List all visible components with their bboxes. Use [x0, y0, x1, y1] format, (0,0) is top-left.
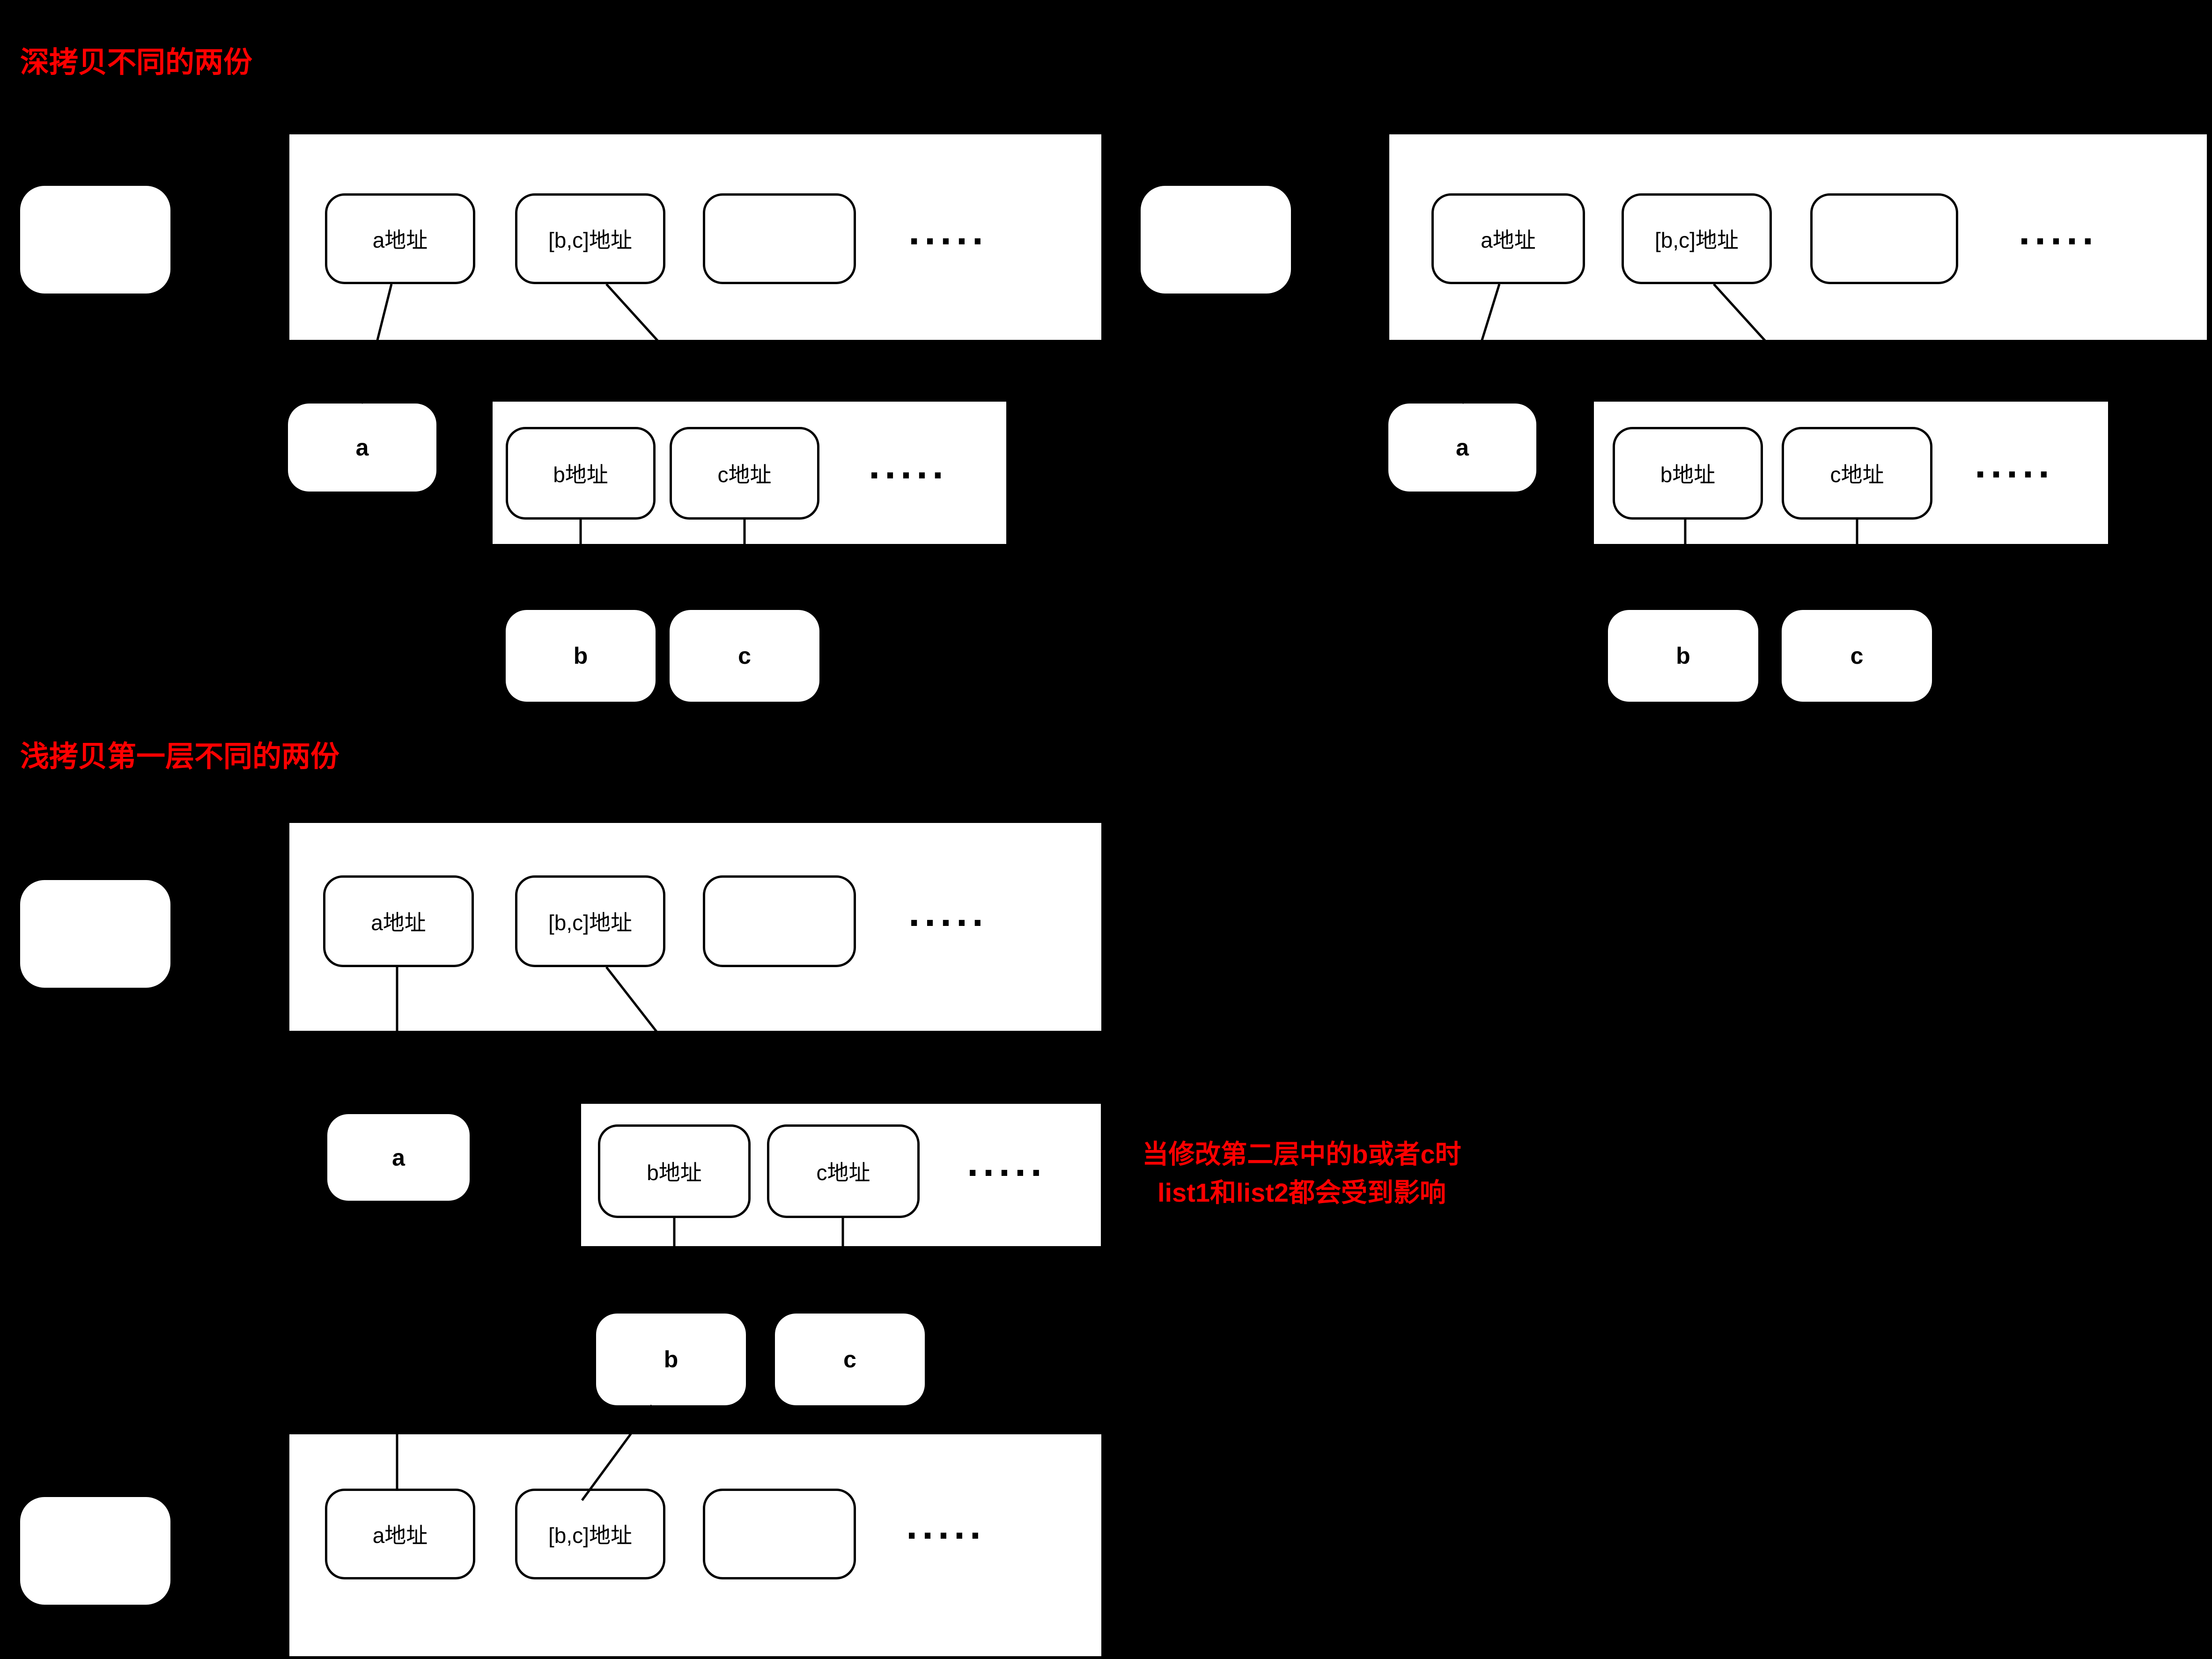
- deep-list1-ellipsis: .....: [908, 208, 988, 253]
- deep-list1-bc-address-cell: [b,c]地址: [515, 193, 665, 284]
- shallow-list1-bc-address-cell: [b,c]地址: [515, 875, 665, 967]
- shallow-shared-b-object: b: [596, 1314, 746, 1405]
- deep-list2-empty-cell: [1810, 193, 1958, 284]
- shallow-list2-bc-address-cell: [b,c]地址: [515, 1489, 665, 1579]
- deep-list2-c-address-cell: c地址: [1782, 427, 1932, 520]
- deep-list1-a-object: a: [288, 404, 436, 492]
- shallow-shared-c-address-cell: c地址: [767, 1124, 920, 1218]
- deep-list1-c-object: c: [670, 610, 819, 702]
- deep-list2-layer2-ellipsis: .....: [1975, 441, 2054, 486]
- deep-list2-b-object: b: [1608, 610, 1758, 702]
- shallow-shared-a-object: a: [327, 1114, 470, 1201]
- annotation-line-2: list1和list2都会受到影响: [1157, 1178, 1446, 1207]
- deep-copy-title: 深拷贝不同的两份: [20, 46, 253, 79]
- deep-list2-bc-address-cell: [b,c]地址: [1622, 193, 1772, 284]
- annotation-line-1: 当修改第二层中的b或者c时: [1142, 1139, 1461, 1169]
- shallow-list2-empty-cell: [703, 1489, 856, 1579]
- deep-list2-ellipsis: .....: [2019, 208, 2098, 253]
- deep-list1-layer2-ellipsis: .....: [869, 442, 948, 487]
- deep-list1-a-address-cell: a地址: [325, 193, 475, 284]
- shallow-shared-layer2-ellipsis: .....: [967, 1140, 1047, 1185]
- deep-list2-variable-box: [1141, 186, 1291, 294]
- deep-list1-empty-cell: [703, 193, 856, 284]
- deep-list2-a-address-cell: a地址: [1431, 193, 1585, 284]
- deep-list1-variable-box: [20, 186, 170, 294]
- shallow-list1-empty-cell: [703, 875, 856, 967]
- deep-list2-a-object: a: [1388, 404, 1536, 492]
- shallow-list2-variable-box: [20, 1497, 170, 1605]
- shallow-list2-a-address-cell: a地址: [325, 1489, 475, 1579]
- shallow-copy-title: 浅拷贝第一层不同的两份: [20, 741, 340, 773]
- shallow-list1-ellipsis: .....: [908, 890, 988, 935]
- shallow-shared-b-address-cell: b地址: [598, 1124, 751, 1218]
- shallow-list2-ellipsis: .....: [906, 1503, 986, 1548]
- shallow-list1-a-address-cell: a地址: [323, 875, 474, 967]
- deep-list2-c-object: c: [1782, 610, 1932, 702]
- shallow-shared-c-object: c: [775, 1314, 925, 1405]
- deep-list1-b-object: b: [506, 610, 656, 702]
- shallow-copy-annotation: 当修改第二层中的b或者c时 list1和list2都会受到影响: [1114, 1135, 1489, 1212]
- deep-list1-b-address-cell: b地址: [506, 427, 656, 520]
- shallow-list1-variable-box: [20, 880, 170, 988]
- deep-list2-b-address-cell: b地址: [1613, 427, 1763, 520]
- deep-list1-c-address-cell: c地址: [670, 427, 819, 520]
